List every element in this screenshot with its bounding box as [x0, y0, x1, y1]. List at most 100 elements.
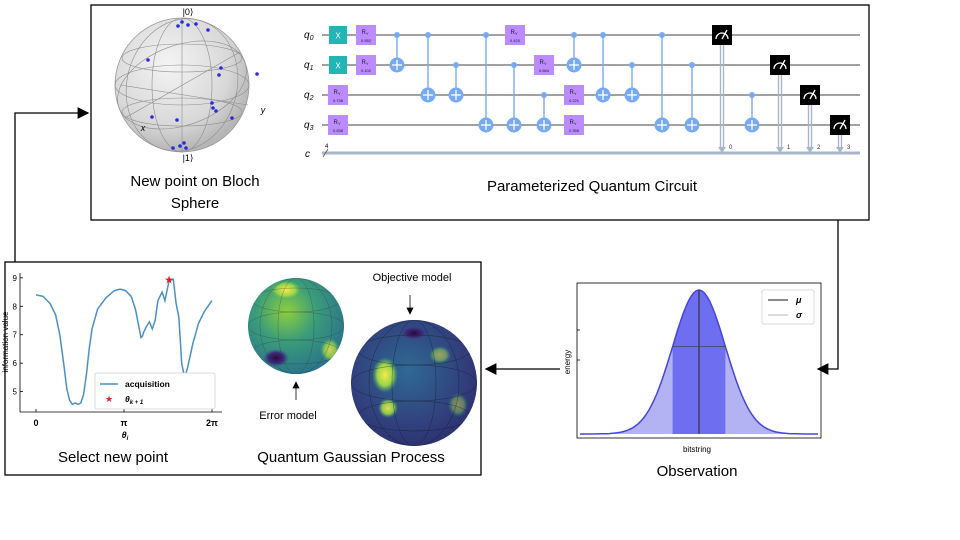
acq-xtick-label-1: π	[121, 418, 128, 428]
qubit-labels: q0 q1 q2 q3	[304, 30, 314, 132]
flow-arrows	[14, 107, 839, 375]
svg-text:0.358: 0.358	[569, 128, 580, 133]
cnot-gate-8	[624, 62, 640, 103]
bloch-caption-line2: Sphere	[171, 195, 219, 212]
classical-label: c	[305, 149, 310, 160]
svg-text:0.664: 0.664	[539, 68, 550, 73]
svg-text:X: X	[335, 62, 341, 71]
svg-text:2: 2	[817, 145, 821, 151]
observation-caption: Observation	[657, 463, 738, 480]
acquisition-series-line	[35, 278, 213, 406]
svg-text:0.420: 0.420	[510, 38, 521, 43]
ry-gate-q1-a: RY 0.102	[356, 55, 376, 75]
qubit-label-2: q2	[304, 90, 314, 102]
cnot-gate-9	[654, 32, 670, 133]
svg-text:RY: RY	[361, 60, 368, 66]
classical-slash	[322, 148, 329, 158]
legend-next-point-label: θk + 1	[125, 394, 144, 406]
qubit-label-1: q1	[304, 60, 314, 72]
bloch-label-y: y	[260, 105, 266, 115]
ry-gate-q3-a: RY0.838	[328, 115, 348, 135]
objective-model-label: Objective model	[373, 272, 452, 284]
acq-y-ticks: 9 8 7 6 5	[13, 274, 23, 397]
svg-text:3: 3	[847, 145, 851, 151]
acq-ytick-label-0: 9	[13, 274, 18, 283]
legend-sigma-label: σ	[796, 310, 803, 320]
svg-text:0: 0	[729, 145, 733, 151]
ry-gate-q2-a: RY0.736	[328, 85, 348, 105]
top-panel: |0⟩ |1⟩ x y New point on Bloch Sphere 4 …	[90, 4, 870, 221]
bloch-points	[146, 20, 259, 150]
svg-text:X: X	[335, 32, 341, 41]
bloch-label-one: |1⟩	[183, 153, 194, 163]
measure-gate-3: 3	[830, 115, 851, 153]
obs-legend: μ σ	[761, 289, 815, 325]
acq-ytick-label-4: 5	[13, 388, 18, 397]
acq-xlabel: θi	[122, 430, 129, 442]
acq-xtick-label-2: 2π	[206, 418, 218, 428]
acq-ytick-label-2: 7	[13, 331, 18, 340]
bloch-label-x: x	[140, 123, 146, 133]
svg-text:RY: RY	[569, 90, 576, 96]
svg-text:RY: RY	[569, 120, 576, 126]
classical-width: 4	[325, 144, 329, 150]
svg-text:RY: RY	[510, 30, 517, 36]
obs-xlabel: bitstring	[683, 445, 711, 454]
cnot-gate-4	[506, 62, 522, 133]
ry-gate-q0-a: RY 0.552	[356, 25, 376, 45]
svg-text:0.221: 0.221	[569, 98, 580, 103]
svg-text:0.552: 0.552	[361, 38, 372, 43]
error-model-sphere	[248, 278, 344, 374]
acq-ytick-label-3: 6	[13, 359, 18, 368]
cnot-gate-2	[448, 62, 464, 103]
svg-text:1: 1	[787, 145, 791, 151]
next-point-marker: ★	[164, 274, 174, 286]
qubit-label-3: q3	[304, 120, 314, 132]
measure-gate-2: 2	[800, 85, 821, 153]
x-gate-q0: X	[329, 26, 347, 44]
bloch-caption-line1: New point on Bloch	[130, 173, 259, 190]
qgp-caption: Quantum Gaussian Process	[257, 449, 445, 466]
cnot-gate-1	[420, 32, 436, 103]
svg-text:0.736: 0.736	[333, 98, 344, 103]
legend-next-point-swatch: ★	[105, 394, 113, 404]
acq-ylabel: information value	[1, 311, 10, 372]
ry-gate-q3-b: RY 0.358	[564, 115, 584, 135]
gates: XXRY0.736RY0.838RY0.552RY0.102RY0.420RY0…	[328, 25, 584, 135]
cnot-gate-0	[389, 32, 405, 73]
cnot-gate-7	[595, 32, 611, 103]
x-gate-q1: X	[329, 56, 347, 74]
controlled-gates	[389, 32, 760, 133]
arrow-circuit-to-observation	[816, 220, 839, 375]
ry-gate-q1-b: RY 0.664	[534, 55, 554, 75]
cnot-gate-6	[566, 32, 582, 73]
cnot-gate-3	[478, 32, 494, 133]
arrow-select-to-bloch	[14, 107, 90, 262]
measurements: 0 1 2 3	[712, 25, 851, 153]
objective-model-sphere	[351, 320, 477, 446]
select-caption: Select new point	[58, 449, 169, 466]
svg-text:RY: RY	[539, 60, 546, 66]
measure-gate-0: 0	[712, 25, 733, 153]
obs-ylabel: energy	[563, 350, 572, 374]
svg-text:RY: RY	[361, 30, 368, 36]
circuit-caption: Parameterized Quantum Circuit	[487, 178, 698, 195]
svg-text:0.102: 0.102	[361, 68, 372, 73]
acq-ytick-label-1: 8	[13, 302, 18, 311]
cnot-gate-11	[744, 92, 760, 133]
error-model-label: Error model	[259, 410, 316, 422]
legend-mu-label: μ	[795, 295, 802, 305]
qubit-label-0: q0	[304, 30, 314, 42]
cnot-gate-10	[684, 62, 700, 133]
ry-gate-q2-b: RY 0.221	[564, 85, 584, 105]
bloch-sphere: |0⟩ |1⟩ x y New point on Bloch Sphere	[114, 7, 266, 212]
cnot-gate-5	[536, 92, 552, 133]
svg-text:RY: RY	[333, 120, 340, 126]
acq-x-ticks: 0 π 2π	[33, 409, 218, 428]
acq-xtick-label-0: 0	[33, 418, 38, 428]
measure-gate-1: 1	[770, 55, 791, 153]
